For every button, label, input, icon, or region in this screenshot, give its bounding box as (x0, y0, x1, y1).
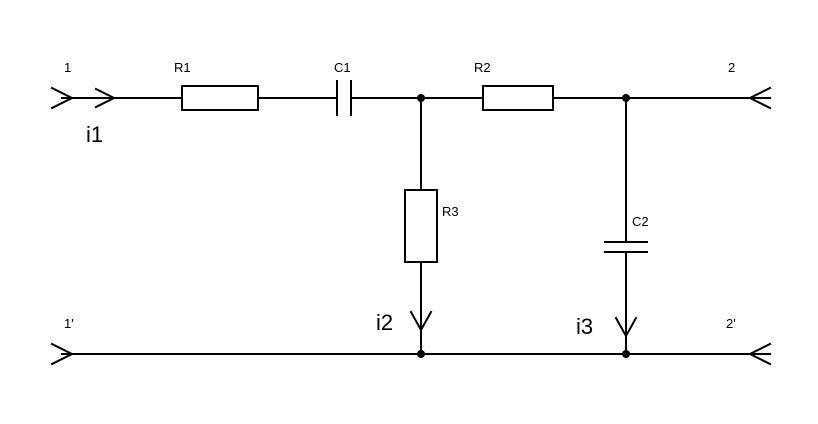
terminal-1p-label: 1' (64, 316, 74, 331)
current-i3-arrow (614, 316, 638, 339)
terminal-2-chevron (747, 86, 772, 110)
label-c2: C2 (632, 214, 649, 229)
label-i3: i3 (576, 314, 593, 339)
junction-node-bottom-left (417, 350, 425, 358)
label-r3: R3 (442, 204, 459, 219)
junction-node-top-left (417, 94, 425, 102)
terminal-2p-label: 2' (726, 316, 736, 331)
terminal-1-label: 1 (64, 60, 71, 75)
capacitor-c2 (604, 241, 648, 253)
terminal-2-label: 2 (728, 60, 735, 75)
c2-branch (604, 97, 648, 355)
label-r1: R1 (174, 60, 191, 75)
resistor-r3 (404, 189, 438, 263)
current-i2-arrow (409, 310, 433, 333)
resistor-r2 (482, 85, 554, 111)
terminal-1-chevron (50, 86, 75, 110)
capacitor-c1 (336, 80, 352, 116)
junction-node-top-right (622, 94, 630, 102)
label-r2: R2 (474, 60, 491, 75)
terminal-2p-chevron (747, 342, 772, 366)
label-c1: C1 (334, 60, 351, 75)
label-i1: i1 (86, 122, 103, 147)
resistor-r1 (181, 85, 259, 111)
r3-branch (404, 97, 438, 355)
junction-node-bottom-right (622, 350, 630, 358)
label-i2: i2 (376, 310, 393, 335)
current-i1-arrow (94, 87, 117, 109)
terminal-1p-chevron (50, 342, 75, 366)
